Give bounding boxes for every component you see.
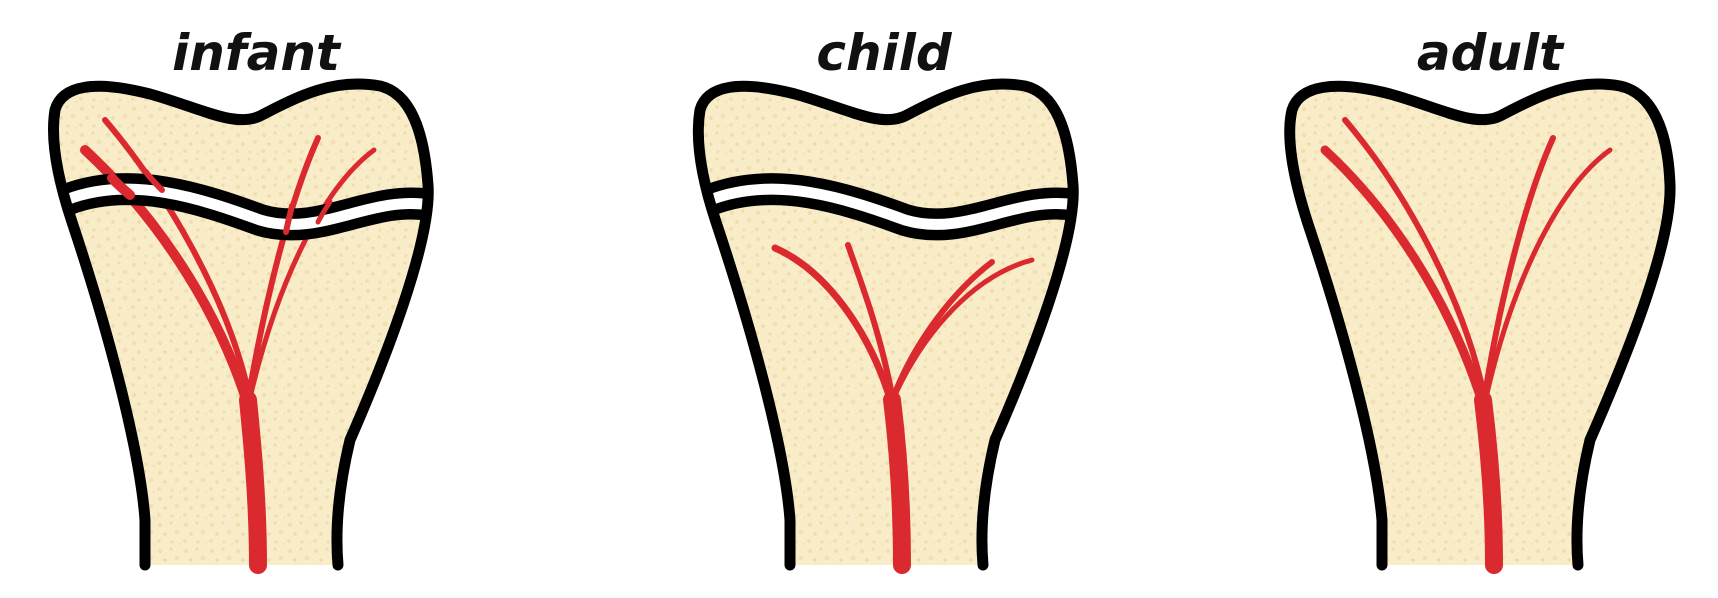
bone-fill-child (698, 83, 1074, 565)
label-adult: adult (1417, 24, 1565, 82)
vessel-cross (315, 199, 333, 225)
growth-plate-gap-child (708, 183, 1076, 230)
bone-fill-infant (53, 83, 429, 565)
vessels-crossing-infant (107, 169, 333, 235)
bone-outline-child (692, 78, 1079, 571)
vessel-cross (143, 169, 165, 193)
panel-infant: infant (48, 24, 434, 574)
vessel-branch (1483, 147, 1613, 401)
vessel-branch (1342, 117, 1488, 403)
panel-adult: adult (1284, 24, 1676, 574)
vessel-branch (771, 244, 896, 409)
label-child: child (816, 24, 953, 82)
vessel-branch (247, 147, 377, 401)
vessel-branch (1481, 135, 1556, 403)
vessel-trunk (1474, 391, 1503, 574)
vessel-branch (102, 117, 253, 403)
vessel-cross (107, 173, 135, 200)
vessels-adult (1320, 117, 1613, 574)
vessel-branch (245, 135, 321, 403)
vessel-branch (892, 257, 1035, 398)
vessels-child (771, 242, 1035, 574)
panel-child: child (692, 24, 1079, 574)
vessel-cross (283, 203, 295, 235)
label-infant: infant (172, 24, 342, 82)
vessel-trunk (239, 391, 267, 574)
vessel-trunk (883, 391, 911, 574)
bone-fill-adult (1289, 83, 1671, 565)
bone-outline-infant (48, 78, 434, 571)
vessel-branch (1320, 145, 1488, 410)
vessel-branch (845, 242, 896, 403)
bone-outline-adult (1284, 78, 1676, 571)
